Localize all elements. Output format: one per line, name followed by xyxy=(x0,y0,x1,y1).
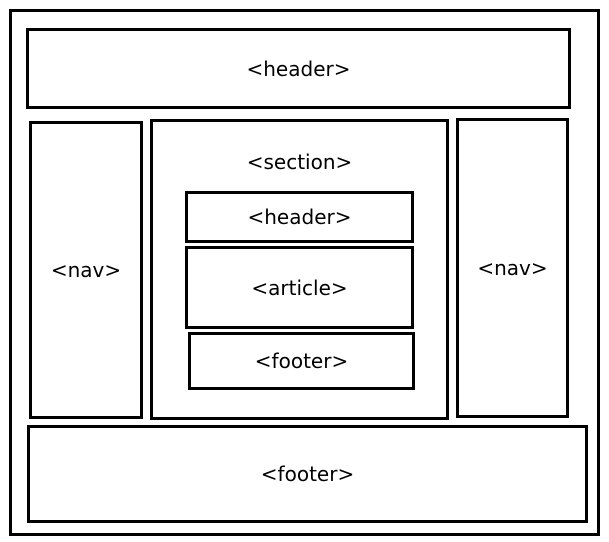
header-label: <header> xyxy=(246,56,351,81)
article-box: <article> xyxy=(185,246,414,329)
section-footer-label: <footer> xyxy=(254,349,349,373)
footer-box: <footer> xyxy=(27,425,588,523)
right-nav-label: <nav> xyxy=(477,256,548,280)
section-header-label: <header> xyxy=(247,205,352,229)
footer-label: <footer> xyxy=(260,462,355,486)
section-label: <section> xyxy=(246,150,353,174)
section-footer-box: <footer> xyxy=(188,332,415,390)
article-label: <article> xyxy=(251,275,348,300)
left-nav-label: <nav> xyxy=(50,258,122,282)
left-nav-box: <nav> xyxy=(29,121,143,419)
right-nav-box: <nav> xyxy=(456,118,569,418)
section-header-box: <header> xyxy=(185,191,414,243)
header-box: <header> xyxy=(26,28,571,109)
